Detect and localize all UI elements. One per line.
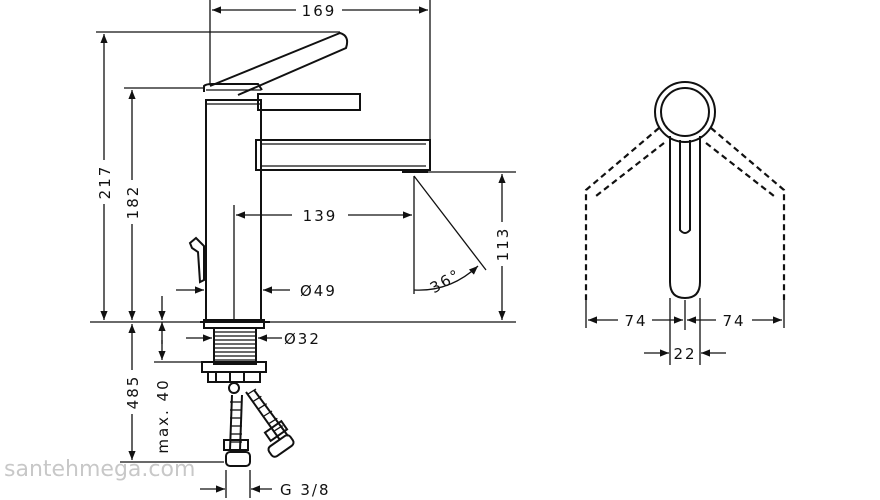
dim-thread: G 3/8 — [200, 470, 331, 499]
lever-raised — [209, 31, 349, 96]
dim-label-74-left: 74 — [624, 312, 647, 330]
dim-182: 182 — [124, 87, 204, 320]
dim-label-169: 169 — [302, 2, 337, 20]
dim-label-139: 139 — [303, 207, 338, 225]
dim-label-182: 182 — [124, 185, 142, 220]
dim-label-74-right: 74 — [722, 312, 745, 330]
watermark-text: santehmega.com — [4, 457, 195, 482]
dim-d49: Ø49 — [176, 282, 337, 300]
dim-label-113: 113 — [494, 227, 512, 262]
swing-right — [710, 127, 786, 300]
dim-label-485: 485 — [124, 375, 142, 410]
top-view — [584, 81, 786, 365]
top-view-body — [654, 81, 716, 143]
hose-rib — [274, 425, 284, 432]
dim-label-22: 22 — [673, 345, 696, 363]
dim-label-thread: G 3/8 — [280, 481, 331, 499]
dim-label-angle: 36° — [427, 265, 464, 297]
body-cap — [203, 83, 263, 92]
dim-217: 217 — [90, 31, 340, 323]
dim-d32: Ø32 — [186, 330, 321, 348]
dim-max40: max. 40 — [154, 322, 202, 454]
dim-139: 139 — [233, 176, 415, 320]
top-view-handle — [669, 136, 701, 300]
dim-angle: 36° — [413, 175, 487, 297]
popup-rod — [188, 236, 205, 284]
dim-113: 113 — [264, 171, 516, 323]
dim-label-217: 217 — [96, 165, 114, 200]
dim-74-74: 74 74 — [588, 312, 782, 330]
hose-rib — [258, 403, 268, 410]
lever-handle — [257, 93, 361, 111]
spout — [255, 139, 431, 171]
hose-rib — [247, 388, 257, 395]
dim-22: 22 — [644, 345, 726, 363]
dim-label-d49: Ø49 — [300, 282, 337, 300]
dim-label-d32: Ø32 — [284, 330, 321, 348]
dim-label-max40: max. 40 — [154, 378, 172, 453]
side-view — [188, 31, 431, 467]
hose-rib — [268, 417, 278, 424]
dim-485: 485 — [120, 324, 224, 463]
swing-left — [584, 127, 660, 300]
threaded-shank — [213, 327, 257, 365]
dim-169: 169 — [209, 0, 431, 140]
hose-rib — [252, 395, 262, 402]
hose-rib — [263, 410, 273, 417]
